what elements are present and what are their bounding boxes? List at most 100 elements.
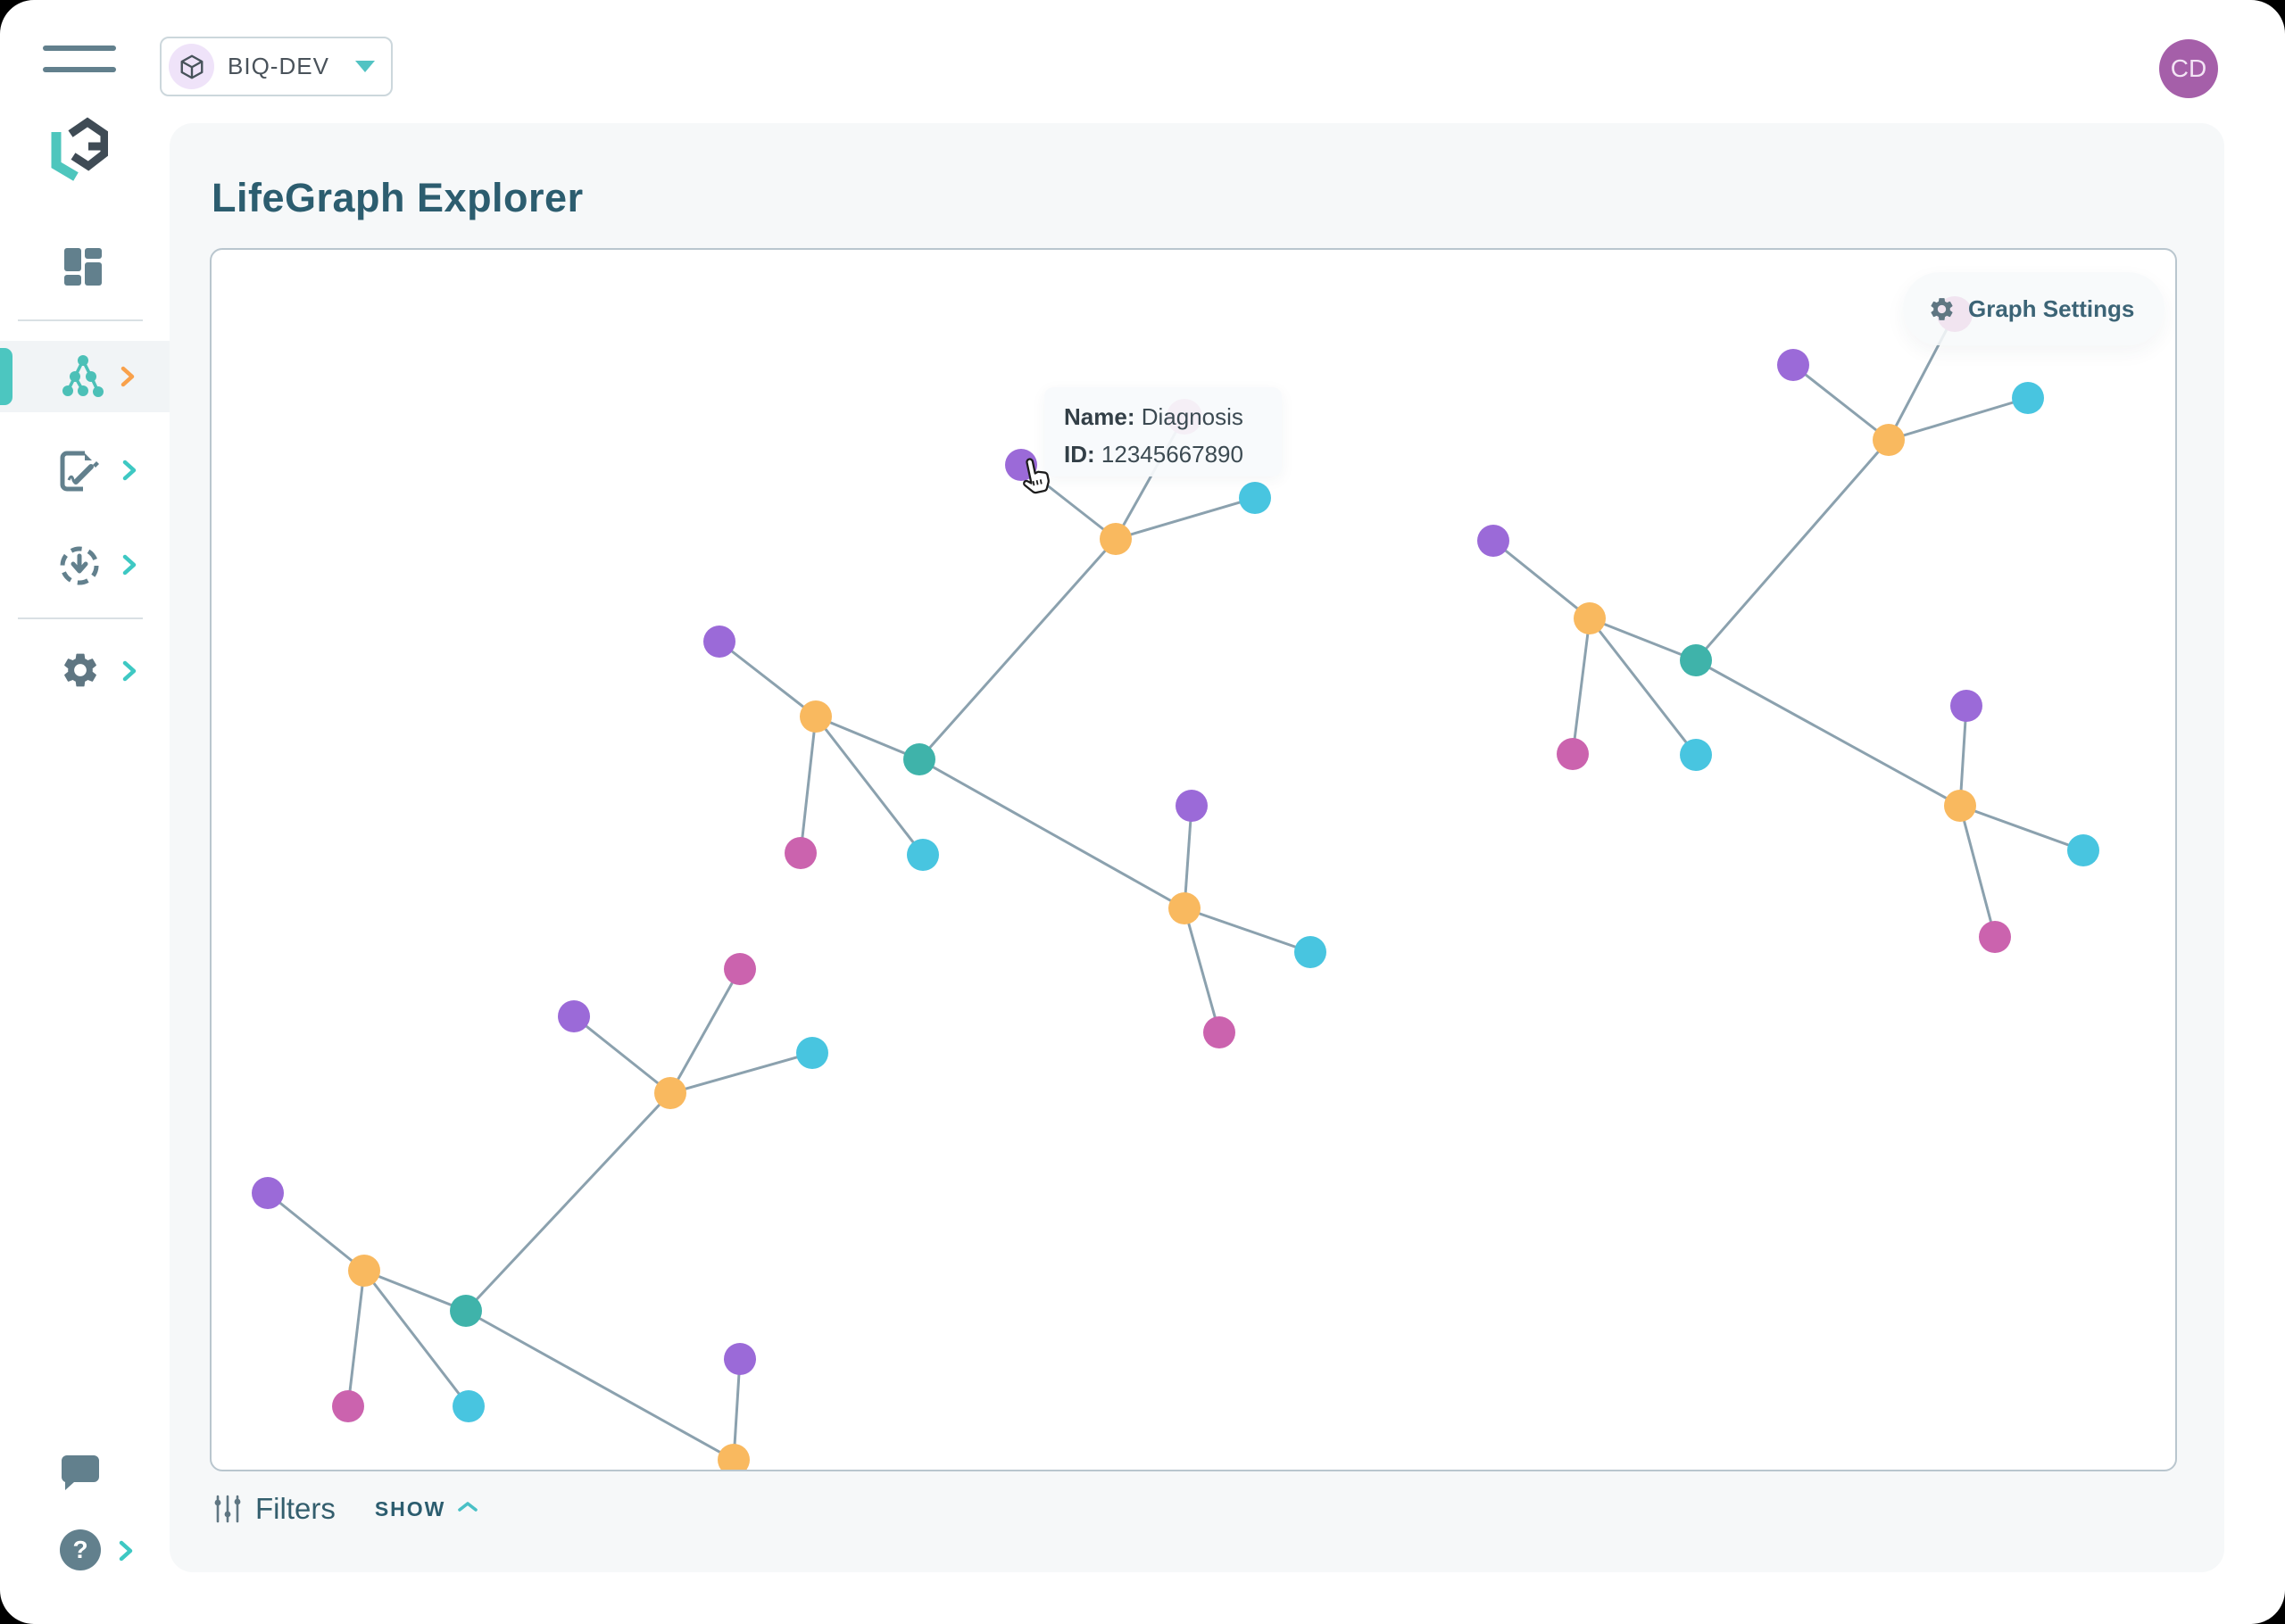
- filters-bar: Filters SHOW: [212, 1492, 479, 1526]
- graph-svg: [252, 296, 2099, 1470]
- graph-edge: [346, 1270, 366, 1407]
- graph-node-magenta[interactable]: [724, 953, 756, 985]
- graph-node-cyan[interactable]: [1680, 739, 1712, 771]
- chat-bubble-icon: [61, 1455, 99, 1490]
- chevron-right-icon[interactable]: [120, 366, 136, 392]
- graph-node-magenta[interactable]: [1203, 1016, 1235, 1048]
- chevron-down-icon: [355, 61, 375, 72]
- graph-node-purple[interactable]: [558, 1000, 590, 1032]
- tooltip-name-row: Name: Diagnosis: [1064, 403, 1243, 430]
- sidebar-item-graph-explorer-highlight: [0, 341, 170, 412]
- chevron-right-icon[interactable]: [122, 660, 137, 686]
- graph-settings-label: Graph Settings: [1968, 294, 2135, 322]
- graph-edge: [465, 1309, 735, 1462]
- graph-edge: [669, 1051, 813, 1095]
- graph-node-cyan[interactable]: [453, 1390, 485, 1422]
- graph-node-orange[interactable]: [1574, 602, 1606, 634]
- filters-show-toggle[interactable]: SHOW: [374, 1496, 446, 1520]
- graph-node-cyan[interactable]: [1239, 482, 1271, 514]
- graph-node-teal[interactable]: [450, 1295, 482, 1327]
- graph-node-magenta[interactable]: [1557, 738, 1589, 770]
- graph-edge: [815, 715, 920, 761]
- sidebar-item-document-edit[interactable]: [58, 450, 101, 497]
- graph-node-cyan[interactable]: [796, 1037, 828, 1069]
- graph-node-orange[interactable]: [718, 1444, 750, 1470]
- graph-edge: [918, 538, 1118, 760]
- sidebar-divider: [18, 319, 143, 321]
- sidebar-divider: [18, 617, 143, 619]
- graph-edge: [814, 716, 925, 856]
- graph-edge: [573, 1015, 671, 1095]
- sidebar-item-download[interactable]: [58, 544, 101, 592]
- graph-node-orange[interactable]: [1873, 424, 1905, 456]
- dashboard-icon: [64, 248, 102, 286]
- tooltip-id-row: ID: 12345667890: [1064, 441, 1243, 468]
- graph-edge: [1588, 617, 1698, 756]
- graph-node-purple[interactable]: [1477, 525, 1509, 557]
- graph-node-purple[interactable]: [1777, 349, 1809, 381]
- graph-node-purple[interactable]: [1176, 790, 1208, 822]
- node-tooltip: Name: Diagnosis ID: 12345667890: [1044, 387, 1282, 476]
- user-avatar[interactable]: CD: [2159, 39, 2218, 98]
- graph-node-magenta[interactable]: [332, 1390, 364, 1422]
- help-circle-icon: ?: [72, 1536, 88, 1563]
- graph-node-cyan[interactable]: [907, 839, 939, 871]
- hamburger-menu-button[interactable]: [43, 44, 116, 72]
- page-title: LifeGraph Explorer: [212, 175, 584, 220]
- graph-settings-button[interactable]: Graph Settings: [1903, 272, 2165, 345]
- sidebar-item-dashboard[interactable]: [62, 245, 104, 293]
- graph-node-orange[interactable]: [1944, 790, 1976, 822]
- graph-node-teal[interactable]: [903, 743, 935, 775]
- graph-node-cyan[interactable]: [2067, 834, 2099, 866]
- graph-node-orange[interactable]: [800, 700, 832, 733]
- sidebar-item-settings[interactable]: [60, 650, 101, 695]
- graph-node-orange[interactable]: [348, 1255, 380, 1287]
- chevron-right-icon[interactable]: [122, 460, 137, 485]
- graph-edge: [1888, 396, 2029, 442]
- chevron-right-icon[interactable]: [122, 554, 137, 580]
- filters-label: Filters: [255, 1492, 336, 1525]
- hamburger-line: [43, 46, 116, 51]
- document-edit-icon: [60, 451, 99, 492]
- graph-edge: [1183, 907, 1221, 1033]
- workspace-selector[interactable]: BIQ-DEV: [160, 37, 393, 96]
- graph-node-orange[interactable]: [654, 1077, 686, 1109]
- graph-node-magenta[interactable]: [785, 837, 817, 869]
- graph-node-purple[interactable]: [724, 1343, 756, 1375]
- graph-edge: [1184, 907, 1311, 954]
- graph-node-orange[interactable]: [1100, 523, 1132, 555]
- download-circle-icon: [60, 546, 99, 585]
- graph-edge: [719, 640, 817, 718]
- graph-edge: [1958, 705, 1968, 807]
- graph-edge: [1115, 496, 1256, 541]
- graph-node-purple[interactable]: [703, 626, 735, 658]
- sidebar-item-help[interactable]: ?: [60, 1529, 101, 1570]
- graph-edge: [1958, 805, 1997, 938]
- graph-node-orange[interactable]: [1168, 892, 1201, 924]
- graph-edge: [362, 1270, 470, 1407]
- graph-edge: [1792, 363, 1890, 442]
- network-icon: [62, 355, 104, 397]
- graph-node-magenta[interactable]: [1979, 921, 2011, 953]
- workspace-name: BIQ-DEV: [228, 53, 329, 79]
- chevron-up-icon[interactable]: [456, 1500, 479, 1519]
- chevron-right-icon[interactable]: [119, 1540, 134, 1566]
- graph-node-teal[interactable]: [1680, 644, 1712, 676]
- lifegraph-logo: [49, 117, 109, 186]
- sidebar-item-graph-explorer[interactable]: [60, 353, 106, 404]
- graph-node-cyan[interactable]: [1294, 936, 1326, 968]
- graph-edge: [1589, 617, 1697, 662]
- gear-icon: [1931, 297, 1953, 320]
- graph-edge: [918, 758, 1185, 910]
- graph-canvas[interactable]: Graph Settings Name: Diagnosis ID: 12345…: [210, 248, 2177, 1471]
- graph-edge: [1694, 439, 1890, 661]
- graph-node-purple[interactable]: [1950, 690, 1982, 722]
- graph-edge: [732, 1358, 742, 1461]
- graph-node-cyan[interactable]: [2012, 382, 2044, 414]
- graph-node-purple[interactable]: [252, 1177, 284, 1209]
- graph-node-purple[interactable]: [1005, 449, 1037, 481]
- sidebar-item-messages[interactable]: [60, 1454, 101, 1497]
- sliders-icon[interactable]: [212, 1494, 243, 1524]
- graph-edge: [669, 968, 742, 1094]
